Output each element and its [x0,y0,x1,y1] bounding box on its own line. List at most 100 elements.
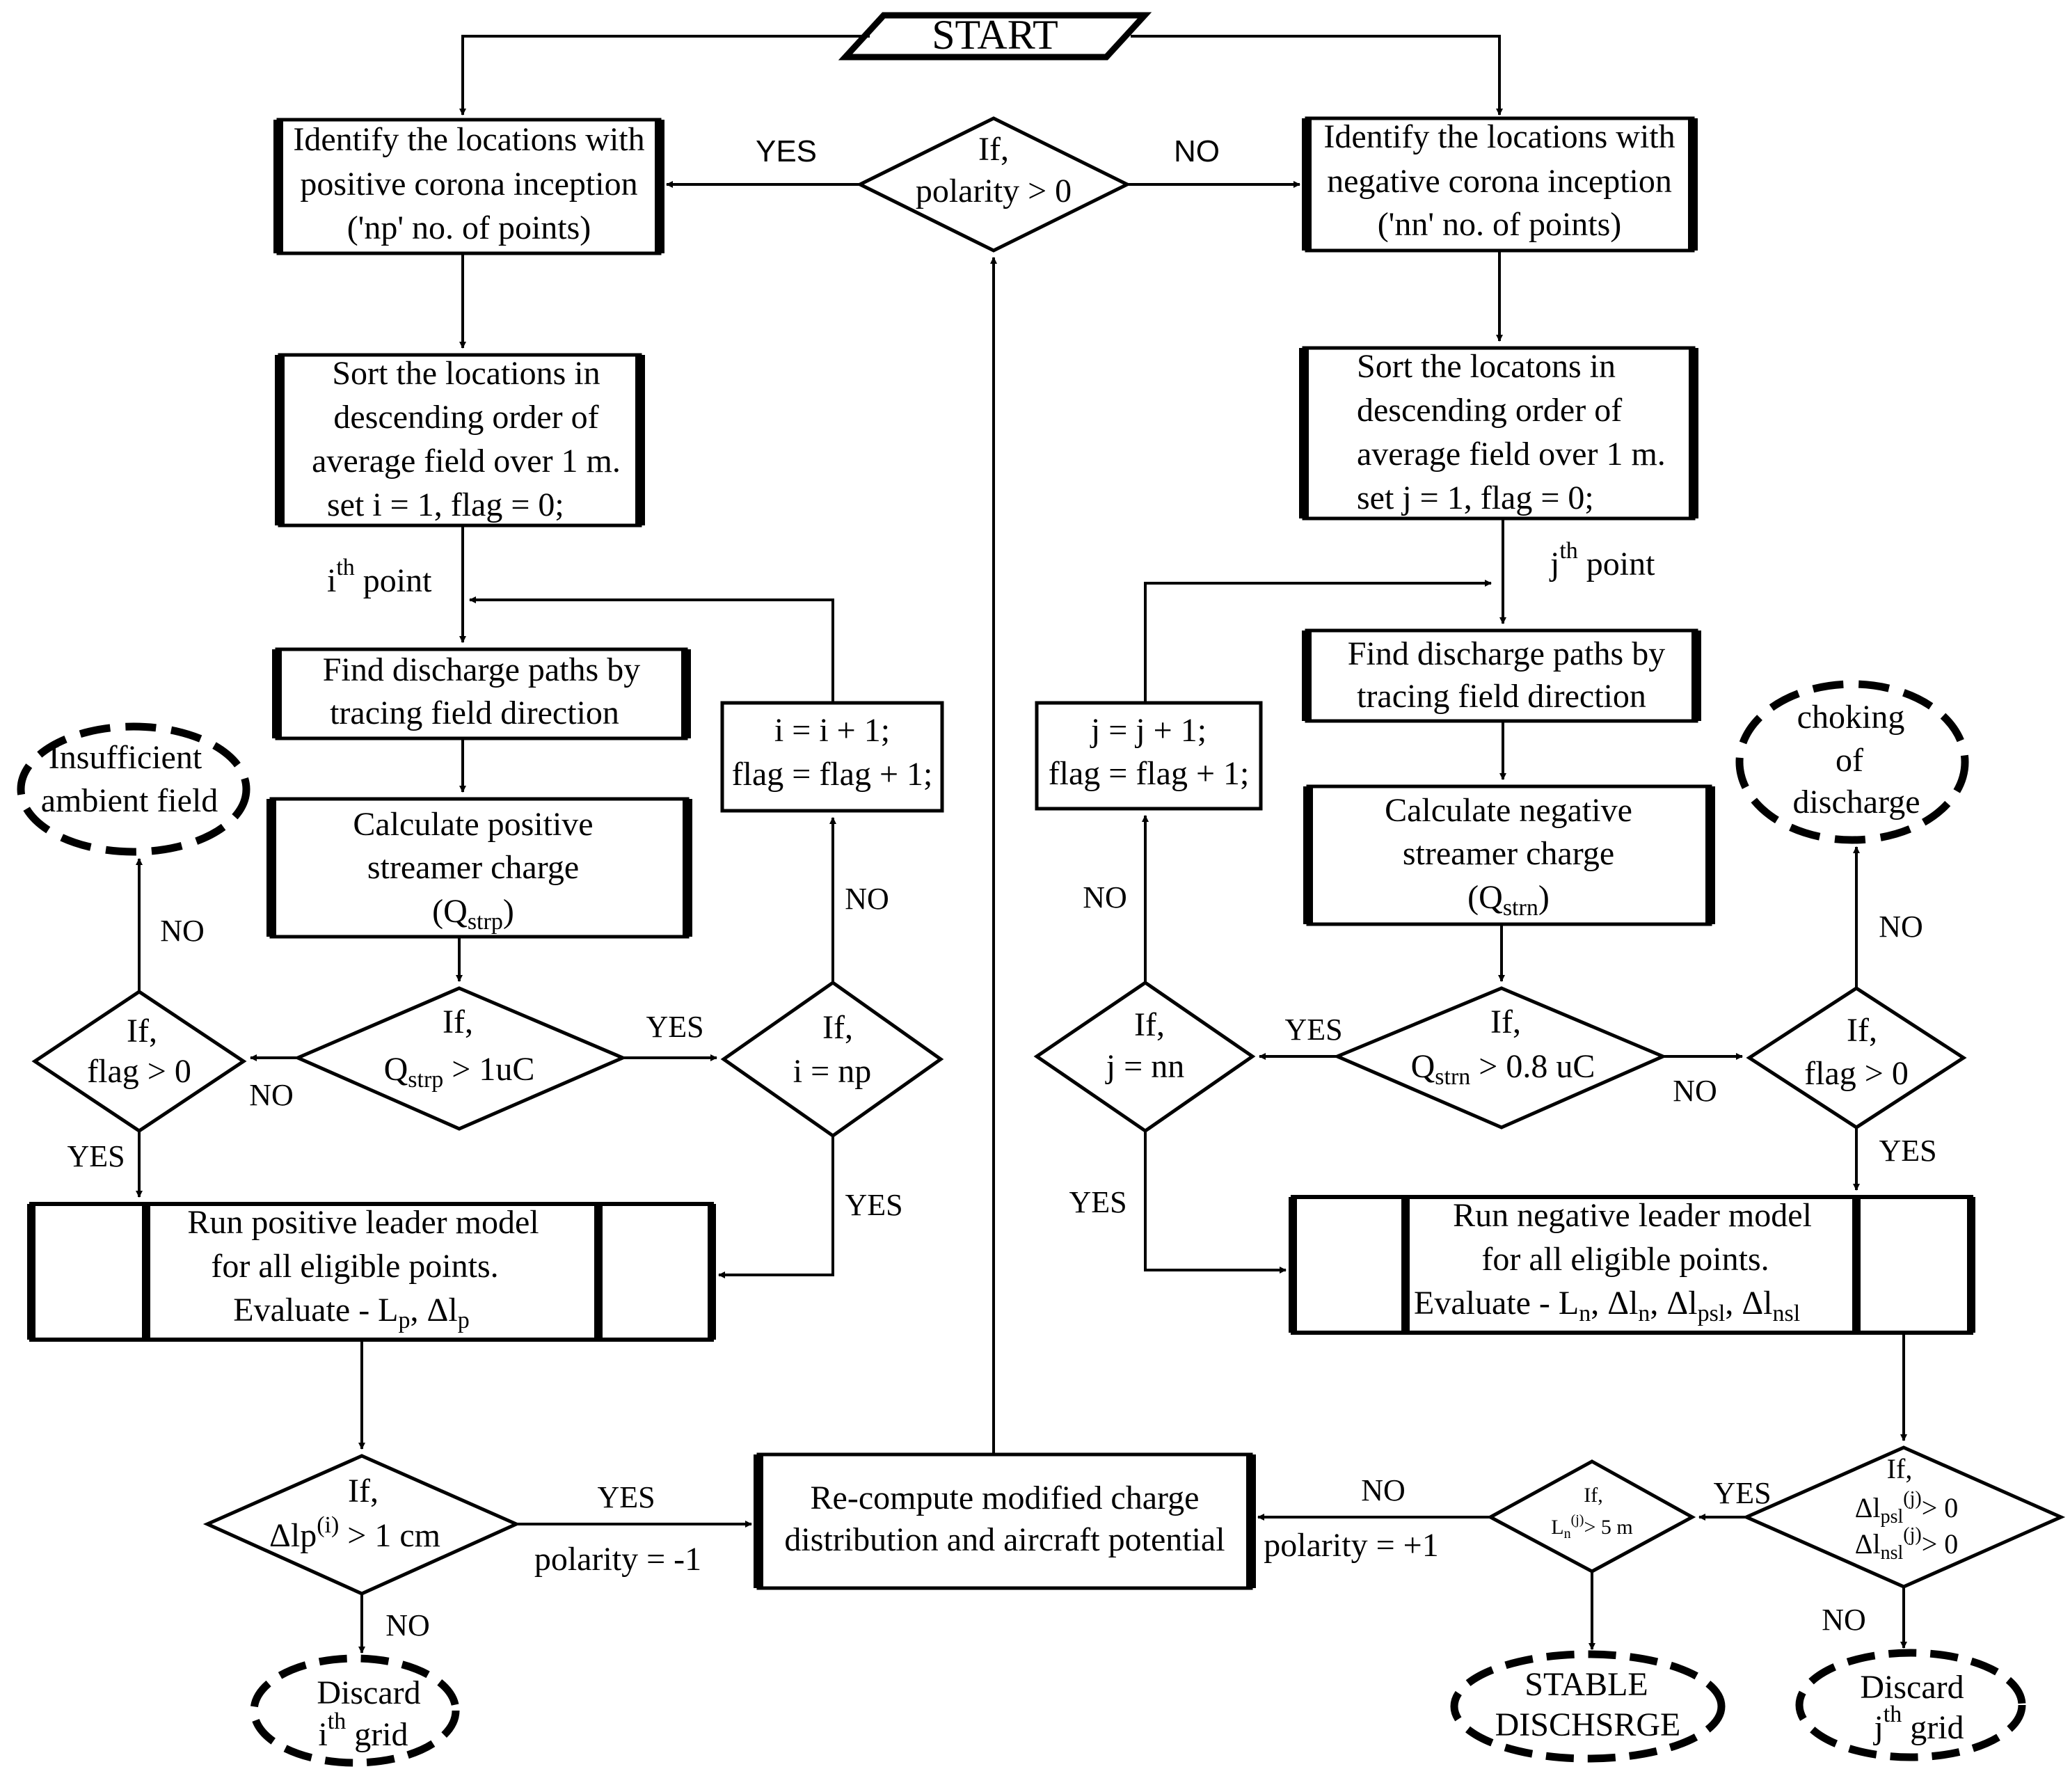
polarity-plus-one: polarity = +1 [1264,1527,1438,1564]
neg-sort-line2: descending order of [1357,392,1622,429]
polarity-condition: polarity > 0 [916,173,1072,209]
neg-identify-line1: Identify the locations with [1323,118,1675,155]
neg-leader-line1: Run negative leader model [1453,1197,1812,1234]
i-increment-line2: flag = flag + 1; [732,756,933,793]
stable-discharge-terminal [1450,1650,1726,1763]
dlp-yes-label: YES [597,1480,655,1514]
positive-find-paths-box [275,647,688,740]
positive-sort-box [278,353,642,528]
pos-leader-line2: for all eligible points. [211,1248,498,1285]
qstrn-no-label: NO [1673,1074,1717,1108]
neg-calc-line3: (Qstrn) [1467,879,1550,921]
ln-no-label: NO [1361,1473,1406,1507]
pos-identify-line2: positive corona inception [300,166,637,203]
left-flag-no-label: NO [160,914,205,948]
jth-point-label: jth point [1549,538,1655,582]
insufficient-field-terminal [17,722,250,856]
dlp-if: If, [348,1473,379,1509]
left-flag-if: If, [127,1013,157,1049]
choking-line3: discharge [1792,784,1920,820]
dlpsl-cond-a: Δlpsl(j)> 0 [1855,1488,1959,1528]
arrow-start-left [459,35,870,116]
pos-calc-line1: Calculate positive [353,806,593,843]
choking-line2: of [1836,742,1863,779]
left-flag-cond: flag > 0 [87,1053,191,1090]
polarity-minus-one: polarity = -1 [534,1541,701,1578]
jnn-no-label: NO [1083,880,1127,914]
insufficient-line1: Insufficient [49,739,202,776]
neg-calc-line2: streamer charge [1403,835,1614,872]
i-increment-line1: i = i + 1; [774,712,890,749]
j-increment-line1: j = j + 1; [1090,712,1207,749]
neg-leader-line2: for all eligible points. [1481,1241,1769,1278]
dlpsl-cond-b: Δlnsl(j)> 0 [1855,1524,1959,1564]
ith-point-label: ith point [327,555,432,599]
pos-sort-line3: average field over 1 m. [312,443,621,479]
right-flag-cond: flag > 0 [1804,1055,1909,1092]
negative-identify-box [1305,116,1695,253]
pos-find-line2: tracing field direction [330,695,619,731]
dlp-no-label: NO [385,1608,430,1642]
dlpsl-if: If, [1887,1453,1913,1484]
discard-j-line2: jth grid [1872,1702,1964,1746]
qstrn-if: If, [1490,1004,1521,1040]
discard-j-terminal [1795,1649,2026,1761]
polarity-no-label: NO [1174,134,1220,168]
discard-i-line1: Discard [317,1674,420,1711]
recompute-line1: Re-compute modified charge [811,1480,1200,1516]
stable-line2: DISCHSRGE [1495,1706,1681,1743]
stable-line1: STABLE [1524,1666,1648,1703]
recompute-line2: distribution and aircraft potential [784,1521,1225,1558]
i-increment-box [720,701,944,813]
negative-sort-box [1302,346,1696,521]
start-terminal [838,12,1152,61]
neg-sort-line1: Sort the locatons in [1357,348,1616,385]
neg-identify-line2: negative corona inception [1327,163,1672,200]
inp-yes-label: YES [845,1188,902,1222]
j-increment-line2: flag = flag + 1; [1049,755,1250,792]
qstrn-yes-label: YES [1284,1013,1342,1047]
neg-sort-line3: average field over 1 m. [1357,436,1666,473]
pos-leader-line1: Run positive leader model [187,1204,539,1241]
pos-identify-line1: Identify the locations with [293,121,644,158]
insufficient-line2: ambient field [41,782,218,819]
choking-terminal [1735,680,1969,844]
neg-sort-line4: set j = 1, flag = 0; [1357,479,1594,516]
ln-cond: Ln(j)> 5 m [1551,1512,1632,1541]
pos-sort-line1: Sort the locations in [332,355,600,392]
neg-calc-line1: Calculate negative [1385,792,1632,829]
pos-calc-line3: (Qstrp) [432,893,514,935]
qstrn-decision [1332,986,1668,1129]
qstrp-yes-label: YES [646,1010,703,1044]
neg-find-line1: Find discharge paths by [1348,635,1665,672]
pos-identify-line3: ('np' no. of points) [347,209,591,246]
arrow-j-loop-return [1144,580,1492,703]
qstrp-if: If, [443,1004,473,1040]
right-flag-no-label: NO [1879,910,1923,944]
polarity-decision [856,116,1131,253]
inp-if: If, [822,1009,853,1046]
inp-no-label: NO [845,882,889,916]
jnn-yes-label: YES [1069,1185,1126,1219]
neg-leader-line3: Evaluate - Ln, Δln, Δlpsl, Δlnsl [1414,1285,1800,1326]
start-label: START [932,12,1058,58]
inp-cond: i = np [793,1053,871,1090]
right-flag-if: If, [1847,1012,1877,1049]
negative-find-paths-box [1305,628,1698,723]
polarity-yes-label: YES [756,134,817,168]
positive-identify-box [276,118,662,255]
jnn-cond: j = nn [1105,1048,1184,1085]
discard-i-terminal [250,1654,460,1767]
recompute-box [756,1452,1253,1590]
right-flag-yes-label: YES [1879,1134,1936,1168]
qstrp-decision [293,986,628,1131]
pos-find-line1: Find discharge paths by [323,651,640,688]
jnn-if: If, [1134,1006,1165,1043]
j-increment-box [1035,701,1263,811]
pos-sort-line2: descending order of [333,399,598,436]
arrow-start-right [1131,35,1503,116]
arrow-jnn-yes [1144,1131,1287,1274]
qstrp-cond: Qstrp > 1uC [384,1051,535,1093]
pos-sort-line4: set i = 1, flag = 0; [327,486,564,523]
